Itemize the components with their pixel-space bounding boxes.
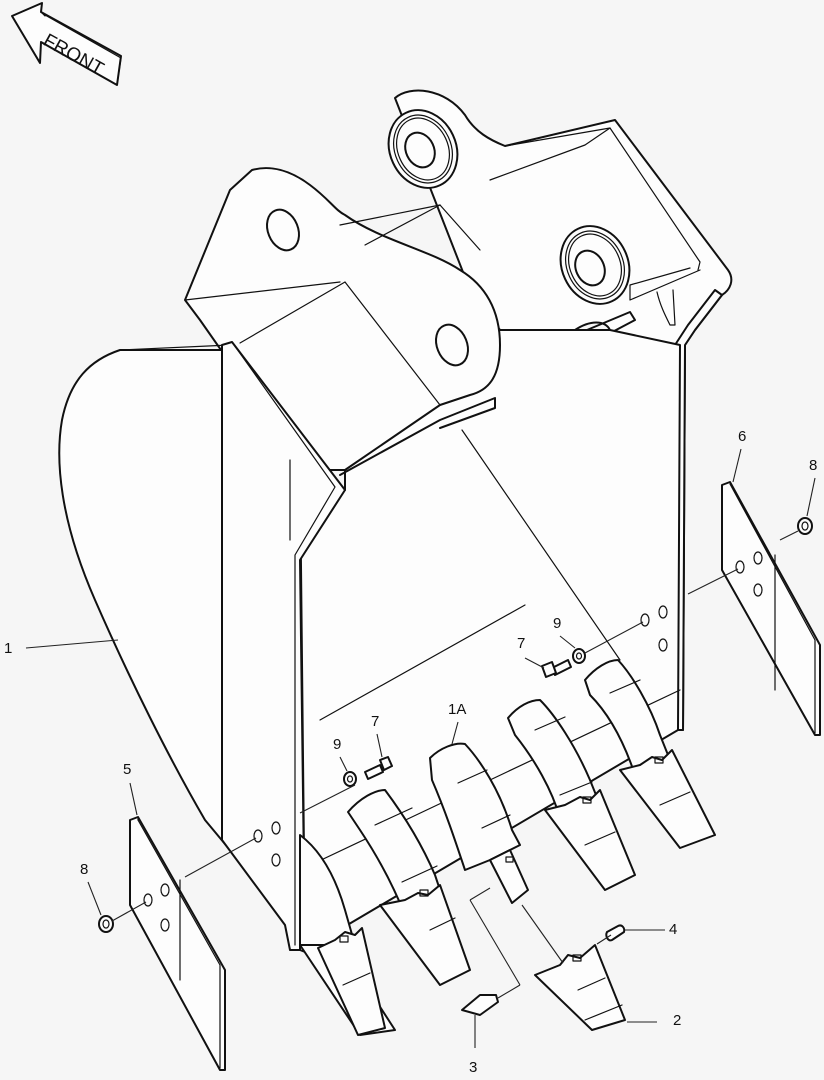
exploded-tooth-point	[534, 944, 626, 1031]
bucket-body	[58, 167, 681, 951]
nut-icon-right	[797, 517, 813, 535]
bolt-icon-right	[541, 659, 572, 678]
tooth-assembly-5	[584, 659, 716, 849]
callout-7-right: 7	[517, 635, 526, 652]
side-cutter-right	[721, 481, 821, 736]
callout-7-left: 7	[371, 713, 380, 730]
callout-2: 2	[673, 1012, 682, 1029]
front-arrow-icon: FRONT	[11, 2, 122, 86]
nut-icon-left	[98, 915, 114, 933]
bolt-icon-left	[364, 756, 393, 780]
tooth-assembly-2	[347, 789, 471, 986]
callout-8-left: 8	[80, 861, 89, 878]
callout-6: 6	[738, 428, 747, 445]
tooth-assembly-1	[299, 834, 396, 1036]
callout-4: 4	[669, 921, 678, 938]
tooth-assembly-1A	[429, 742, 529, 904]
callout-9-left: 9	[333, 736, 342, 753]
washer-icon-left	[343, 771, 357, 787]
washer-icon-right	[572, 648, 586, 664]
callout-3: 3	[469, 1059, 478, 1076]
callout-5: 5	[123, 761, 132, 778]
callout-8-right: 8	[809, 457, 818, 474]
right-side-wall	[674, 289, 723, 731]
tooth-row	[299, 659, 716, 1036]
leader-lines	[25, 448, 816, 1048]
callout-9-right: 9	[553, 615, 562, 632]
exploded-lock-pin	[461, 994, 499, 1016]
side-cutter-left	[129, 816, 226, 1071]
callout-1: 1	[4, 640, 13, 657]
exploded-retainer	[605, 924, 626, 942]
callout-1A: 1A	[448, 701, 467, 718]
tooth-assembly-4	[507, 699, 636, 891]
